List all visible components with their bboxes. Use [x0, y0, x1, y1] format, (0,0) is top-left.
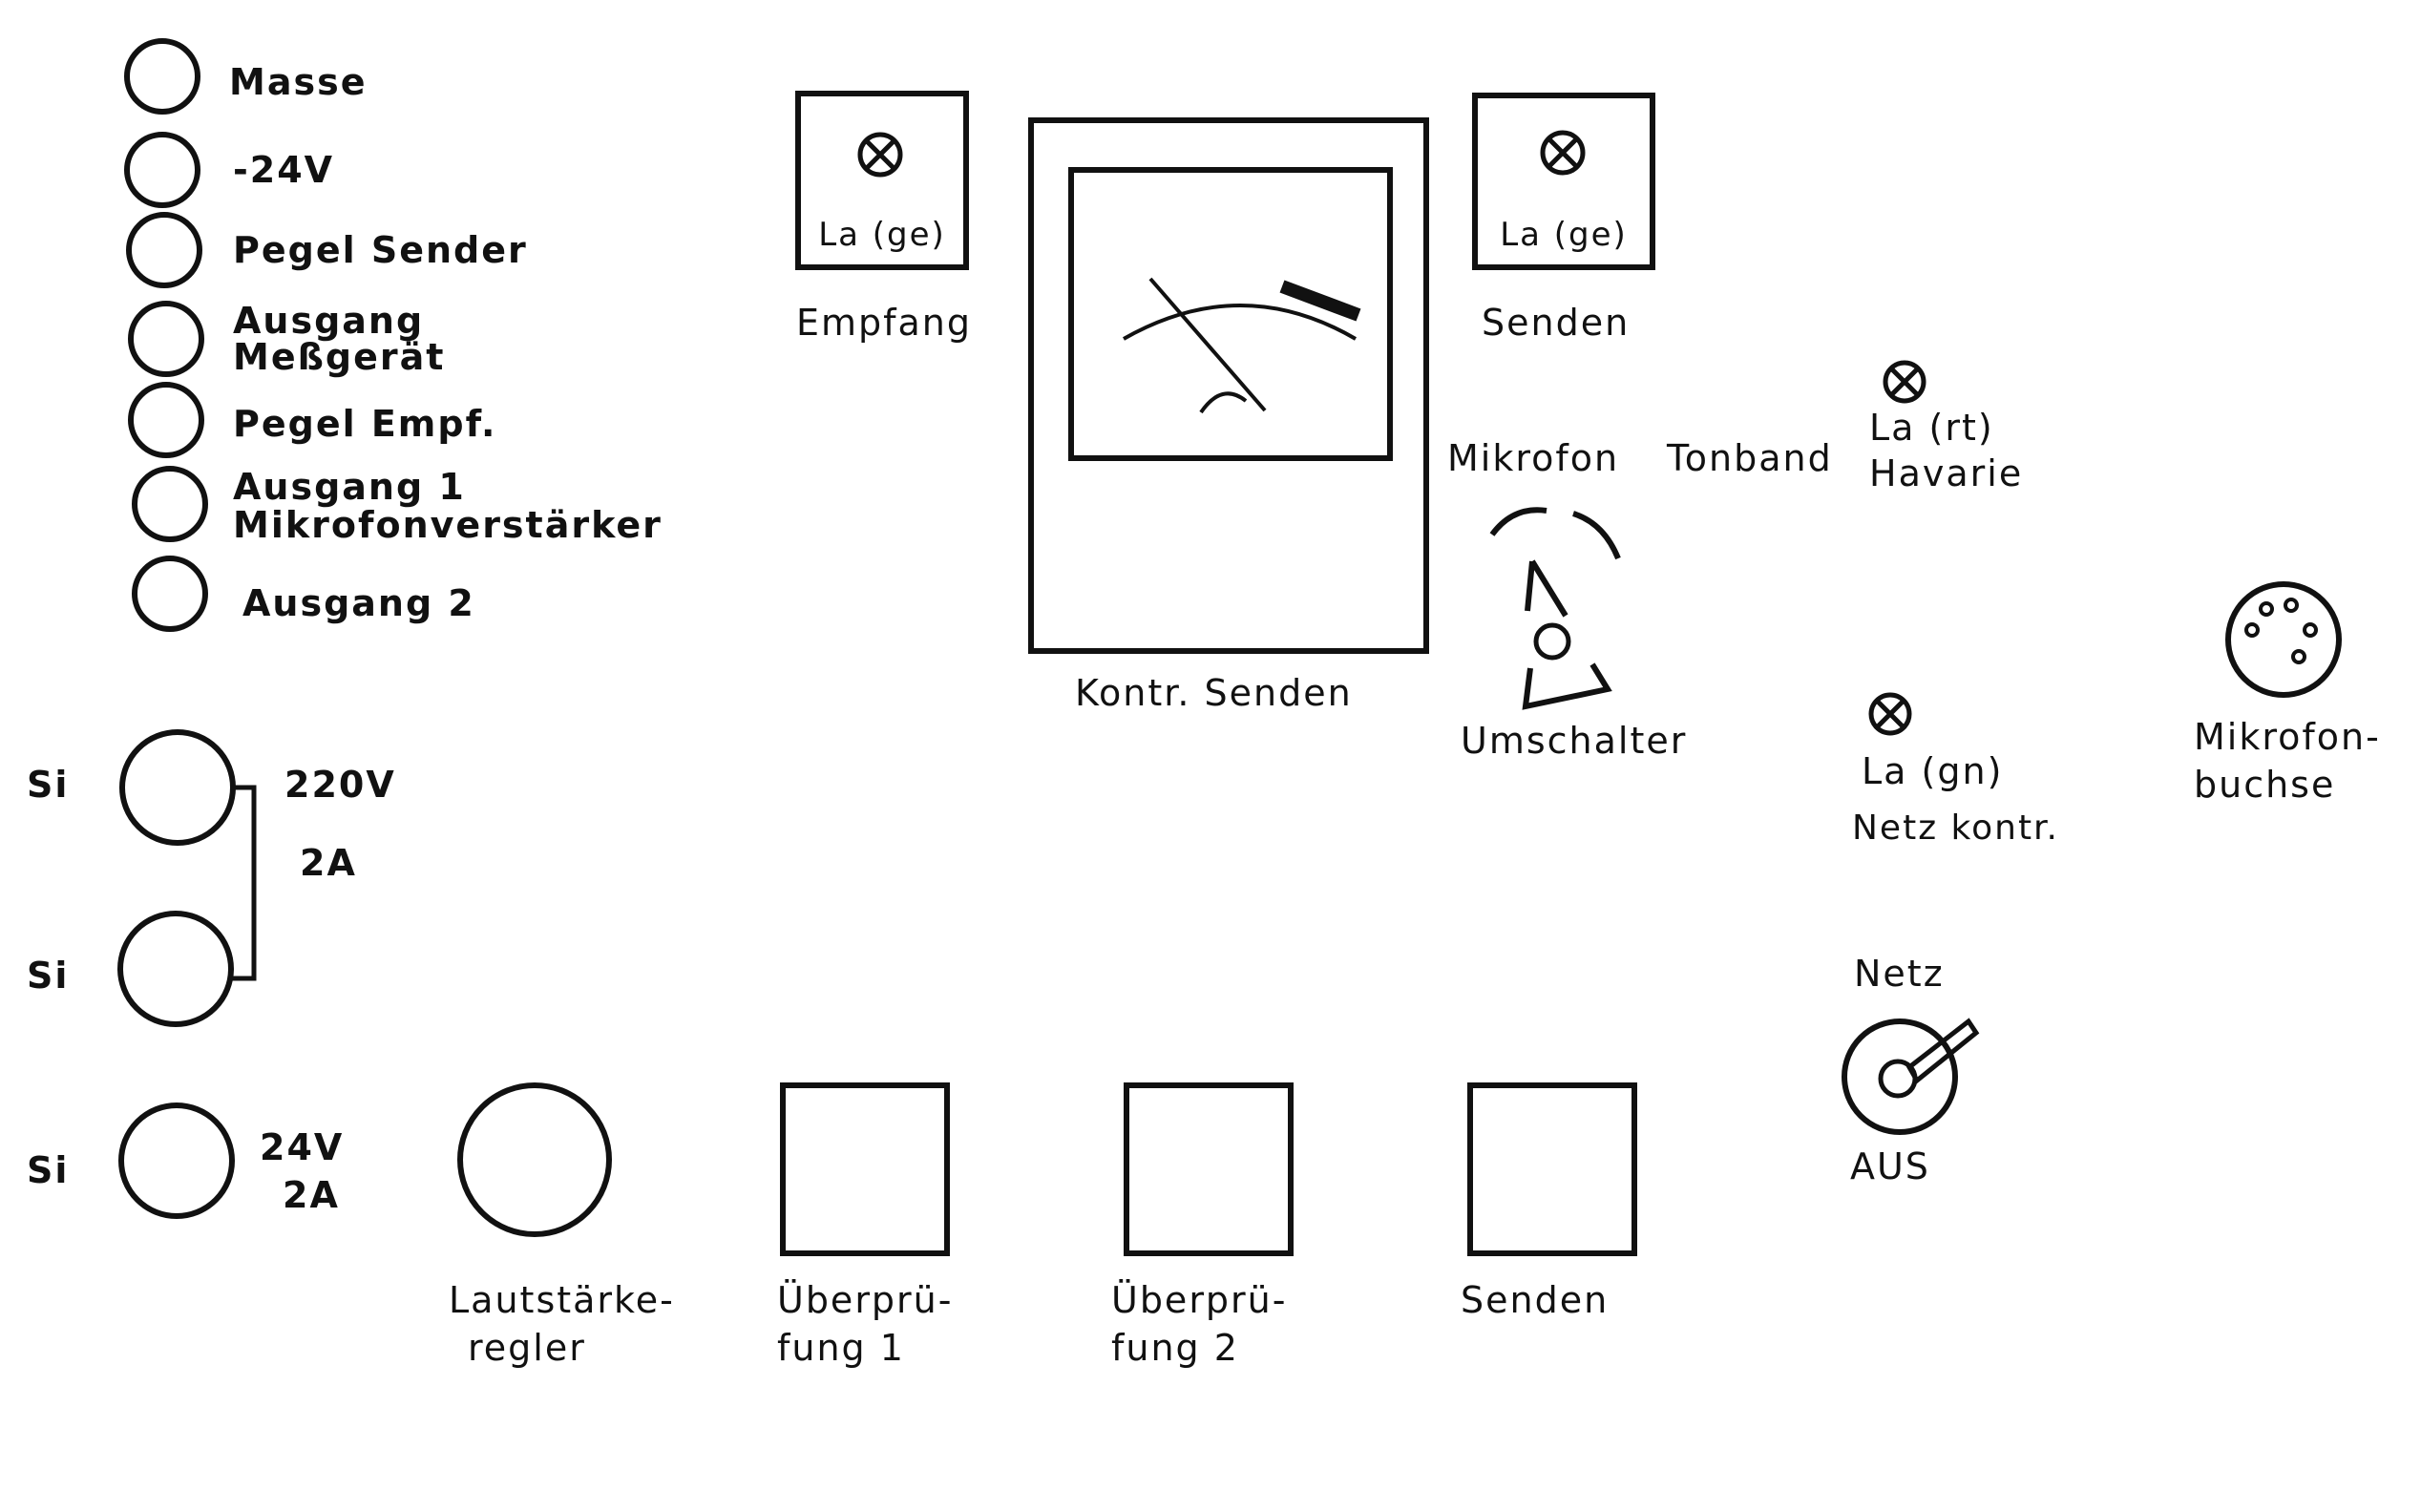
power-switch-lever: [1905, 1018, 1980, 1084]
volume-knob-label-2: regler: [468, 1327, 586, 1369]
lamp-netzkontr-code: La (gn): [1862, 750, 2004, 792]
jack-label-ausgang-2: Ausgang 2: [242, 582, 475, 624]
jack-minus-24v: [124, 132, 200, 208]
fuse-aux-voltage: 24V: [260, 1126, 345, 1168]
meter-pivot: [1199, 391, 1248, 414]
meter-scale-arc: [1123, 304, 1358, 341]
jack-label-messgeraet: Meßgerät: [233, 336, 446, 378]
jack-label-masse: Masse: [229, 61, 368, 103]
button-3-label-1: Senden: [1461, 1279, 1610, 1321]
selector-pos-mikrofon: Mikrofon: [1447, 437, 1620, 479]
mic-socket-label-2: buchse: [2194, 764, 2336, 806]
fuse-220v-bottom: [117, 911, 234, 1027]
meter-housing: [1028, 117, 1429, 654]
meter-label: Kontr. Senden: [1075, 672, 1353, 714]
lamp-box-empfang: [795, 91, 969, 270]
jack-label-ausgang: Ausgang: [233, 300, 425, 342]
jack-ausgang-messgeraet: [128, 301, 204, 377]
jack-label-pegel-empf: Pegel Empf.: [233, 403, 497, 445]
selector-hub: [1533, 622, 1571, 661]
lamp-senden-name: Senden: [1482, 302, 1631, 344]
button-1-label-1: Überprü-: [777, 1279, 954, 1321]
jack-pegel-empf: [128, 382, 204, 458]
volume-knob-label-1: Lautstärke-: [449, 1279, 675, 1321]
meter-red-zone: [1279, 280, 1361, 322]
lamp-netzkontr-icon: [1868, 692, 1912, 736]
jack-label-ausgang-1: Ausgang 1: [233, 466, 466, 508]
selector-arc-left: [1489, 507, 1547, 536]
jack-masse: [124, 38, 200, 115]
lamp-senden-icon: [1540, 130, 1586, 176]
fuse-si-label-2: Si: [27, 955, 70, 997]
power-switch-label-netz: Netz: [1854, 953, 1945, 995]
lamp-senden-code: La (ge): [1500, 216, 1628, 254]
lamp-box-senden: [1472, 93, 1655, 270]
fuse-24v: [118, 1102, 235, 1219]
button-2-label-2: fung 2: [1111, 1327, 1239, 1369]
mic-socket: [2225, 581, 2342, 698]
jack-label-pegel-sender: Pegel Sender: [233, 229, 528, 271]
fuse-main-current: 2A: [300, 842, 357, 884]
lamp-empfang-icon: [857, 132, 903, 178]
lamp-empfang-name: Empfang: [796, 302, 973, 344]
selector-pointer: [1525, 559, 1568, 618]
selector-arc-right: [1572, 511, 1621, 560]
button-ueberpruefung-1: [780, 1082, 950, 1256]
lamp-havarie-icon: [1883, 360, 1926, 404]
selector-name: Umschalter: [1461, 720, 1688, 762]
button-senden: [1467, 1082, 1637, 1256]
jack-ausgang-2: [132, 556, 208, 632]
fuse-main-voltage: 220V: [284, 764, 396, 806]
meter-window: [1068, 167, 1393, 461]
lamp-netzkontr-name: Netz kontr.: [1852, 808, 2059, 848]
selector-pos-tonband: Tonband: [1667, 437, 1833, 479]
fuse-bridge: [231, 785, 257, 981]
button-2-label-1: Überprü-: [1111, 1279, 1288, 1321]
selector-base: [1522, 662, 1612, 710]
fuse-si-label-3: Si: [27, 1149, 70, 1191]
power-switch-label-aus: AUS: [1850, 1145, 1930, 1187]
lamp-empfang-code: La (ge): [818, 216, 946, 254]
power-switch-ring: [1842, 1018, 1958, 1135]
volume-knob: [457, 1082, 612, 1237]
jack-label-mikrofonverstaerker: Mikrofonverstärker: [233, 504, 663, 546]
fuse-aux-current: 2A: [283, 1174, 340, 1216]
fuse-si-label-1: Si: [27, 764, 70, 806]
jack-ausgang-1: [132, 466, 208, 542]
button-ueberpruefung-2: [1124, 1082, 1294, 1256]
lamp-havarie-name: Havarie: [1869, 452, 2024, 494]
fuse-220v-top: [119, 729, 236, 846]
mic-socket-label-1: Mikrofon-: [2194, 716, 2381, 758]
jack-pegel-sender: [126, 212, 202, 288]
jack-label-minus-24v: -24V: [233, 149, 335, 191]
meter-needle: [1148, 277, 1267, 412]
button-1-label-2: fung 1: [777, 1327, 905, 1369]
lamp-havarie-code: La (rt): [1869, 407, 1994, 449]
